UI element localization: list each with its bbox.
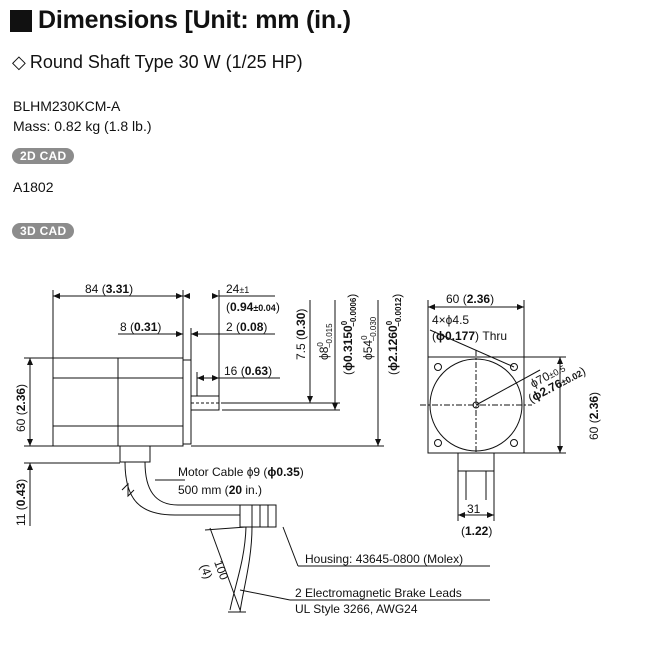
box-31-in: (1.22) (461, 524, 492, 538)
dim-height-60: 60 (2.36) (14, 384, 28, 432)
holes-in-label: (ϕ0.177) Thru (432, 329, 507, 343)
lead-length-in: (4) (197, 562, 215, 581)
motor-front-view (420, 300, 566, 521)
front-width: 60 (2.36) (446, 292, 494, 306)
motor-side-view (52, 357, 222, 447)
page-title: Dimensions [Unit: mm (in.) (38, 6, 351, 34)
subtitle: ◇ Round Shaft Type 30 W (1/25 HP) (12, 52, 303, 73)
housing-label: Housing: 43645-0800 (Molex) (305, 552, 463, 566)
diamond-icon: ◇ (12, 52, 26, 72)
dimension-arrows (27, 293, 563, 518)
header-square-icon (10, 9, 32, 32)
brake-leads-label: 2 Electromagnetic Brake Leads (295, 586, 462, 600)
dim-24-in: (0.94±0.04) (226, 300, 280, 314)
dim-phi54-in: (ϕ2.12600−0.0012) (385, 294, 404, 375)
model-number: BLHM230KCM-A (13, 98, 121, 114)
dim-7-5: 7.5 (0.30) (294, 309, 308, 360)
mass-text: Mass: 0.82 kg (1.8 lb.) (13, 118, 152, 134)
dim-11: 11 (0.43) (14, 479, 28, 526)
dim-2: 2 (0.08) (226, 320, 267, 334)
holes-label: 4×ϕ4.5 (432, 313, 469, 327)
dim-phi54: ϕ540−0.030 (360, 316, 378, 360)
box-31: 31 (467, 502, 481, 516)
cad-2d-button[interactable]: 2D CAD (12, 148, 75, 164)
cad-3d-button[interactable]: 3D CAD (12, 223, 75, 239)
cad-number: A1802 (13, 179, 54, 195)
front-height: 60 (2.36) (587, 392, 601, 440)
dim-8: 8 (0.31) (120, 320, 161, 334)
brake-style-label: UL Style 3266, AWG24 (295, 602, 418, 616)
section-header: Dimensions [Unit: mm (in.) (10, 6, 351, 35)
dim-24: 24±1 (226, 282, 249, 296)
side-dimensions (24, 290, 490, 613)
motor-cable-label: Motor Cable ϕ9 (ϕ0.35) (178, 465, 304, 479)
subtitle-text: Round Shaft Type 30 W (1/25 HP) (29, 52, 303, 72)
dim-16: 16 (0.63) (224, 364, 272, 378)
lead-length: 100 (211, 558, 231, 582)
cable-length-label: 500 mm (20 in.) (178, 483, 262, 497)
dim-phi8: ϕ80−0.015 (316, 323, 334, 360)
dim-84: 84 (3.31) (85, 282, 133, 296)
dim-phi8-in: (ϕ0.31500−0.0006) (340, 294, 359, 375)
cable-side (119, 446, 277, 613)
